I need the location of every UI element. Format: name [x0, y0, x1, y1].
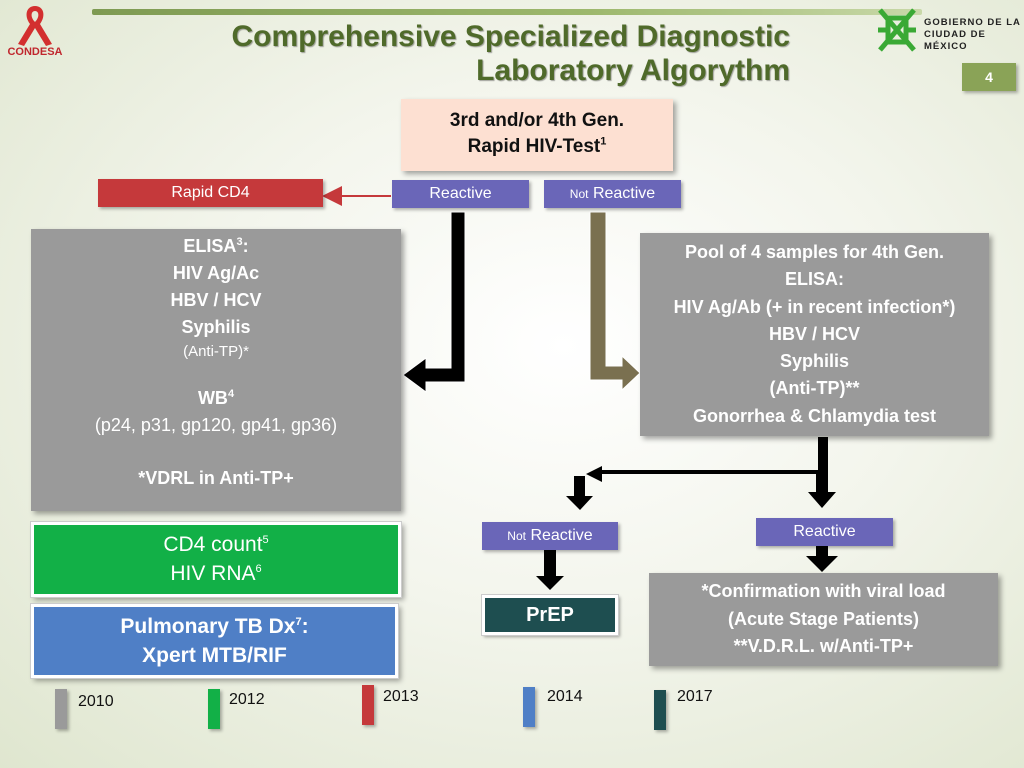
cdmx-logo: GOBIERNO DE LA CIUDAD DE MÉXICO — [874, 4, 1022, 56]
prep-box: PrEP — [481, 594, 619, 636]
hiv-rna-text: HIV RNA — [170, 562, 256, 585]
arrow-to-confirm-head — [806, 556, 838, 572]
pool-line7: Gonorrhea & Chlamydia test — [692, 405, 937, 426]
not-reactive-top-main: Reactive — [592, 185, 656, 202]
rapid-cd4-label: Rapid CD4 — [98, 179, 323, 207]
elisa-title: ELISA — [183, 236, 237, 256]
not-reactive-label-bottom: Not Reactive — [482, 522, 618, 550]
pool-line3: HIV Ag/Ab (+ in recent infection*) — [673, 296, 956, 317]
legend-label-2010: 2010 — [78, 693, 114, 710]
legend-swatch-2012 — [208, 689, 220, 729]
arrow-to-prep-head — [536, 576, 564, 590]
elisa-line4: Syphilis — [181, 317, 251, 337]
legend-swatch-2017 — [654, 690, 666, 730]
elisa-line3: HBV / HCV — [170, 290, 262, 310]
legend-label-2017: 2017 — [677, 688, 713, 705]
elisa-suffix: : — [242, 236, 249, 256]
confirm-line1: *Confirmation with viral load — [701, 581, 946, 601]
legend-label-2012: 2012 — [229, 691, 265, 708]
header-bar — [92, 9, 922, 15]
tb-dx-box: Pulmonary TB Dx7: Xpert MTB/RIF — [30, 603, 399, 679]
tb-dx-suffix: : — [301, 615, 309, 638]
rapid-hiv-test-box: 3rd and/or 4th Gen. Rapid HIV-Test1 — [401, 99, 673, 171]
rapid-hiv-test-line1: 3rd and/or 4th Gen. — [449, 110, 625, 131]
cd4-count-box: CD4 count5 HIV RNA6 — [30, 521, 402, 598]
not-reactive-label-top: Not Reactive — [544, 180, 681, 208]
tb-dx-sup: 7 — [295, 616, 302, 628]
legend-label-2014: 2014 — [547, 688, 583, 705]
cdmx-emblem-icon — [878, 8, 916, 52]
elisa-spacer-2 — [31, 439, 401, 465]
elisa-line2: HIV Ag/Ac — [172, 263, 260, 283]
legend-label-2013: 2013 — [383, 688, 419, 705]
arrow-split-left-head — [566, 496, 593, 510]
cdmx-logo-text: GOBIERNO DE LA CIUDAD DE MÉXICO — [924, 17, 1022, 53]
not-reactive-top-prefix: Not — [569, 187, 589, 201]
arrow-split-right-head — [808, 492, 836, 508]
pool-line2: ELISA: — [784, 269, 844, 290]
condesa-logo-text: CONDESA — [7, 46, 63, 58]
pool-line5: Syphilis — [779, 351, 850, 372]
pool-line1: Pool of 4 samples for 4th Gen. — [684, 242, 945, 262]
legend-swatch-2010 — [55, 689, 67, 729]
arrow-split-right-stem — [816, 470, 828, 492]
elisa-sup: 3 — [236, 236, 243, 248]
reactive-label-top: Reactive — [392, 180, 529, 208]
cd4-line2: HIV RNA6 — [34, 559, 398, 588]
tb-dx-text: Pulmonary TB Dx — [120, 615, 296, 638]
legend-swatch-2014 — [523, 687, 535, 727]
wb-title: WB — [197, 388, 228, 408]
elisa-line1: ELISA3: — [31, 233, 401, 260]
slide-title-line2: Laboratory Algorythm — [476, 54, 790, 87]
elisa-line6: WB4 — [31, 385, 401, 412]
elisa-line8: *VDRL in Anti-TP+ — [138, 468, 294, 488]
cd4-count-text: CD4 count — [163, 533, 263, 556]
elisa-line7: (p24, p31, gp120, gp41, gp36) — [94, 415, 338, 435]
elisa-spacer — [31, 363, 401, 385]
tb-line1: Pulmonary TB Dx7: — [34, 612, 395, 641]
arrow-to-confirm-stem — [816, 545, 828, 557]
confirm-line3: **V.D.R.L. w/Anti-TP+ — [733, 636, 914, 656]
pool-line6: (Anti-TP)** — [769, 378, 860, 399]
arrow-not-reactive-to-pool — [589, 211, 641, 392]
legend-swatch-2013 — [362, 685, 374, 725]
rapid-hiv-test-text: Rapid HIV-Test — [467, 136, 601, 157]
arrow-reactive-to-elisa — [402, 211, 466, 393]
slide-title: Comprehensive Specialized Diagnostic Lab… — [150, 20, 790, 88]
arrow-pool-split — [586, 437, 828, 482]
not-reactive-bottom-prefix: Not — [507, 529, 526, 543]
slide-number: 4 — [962, 63, 1016, 91]
condesa-logo: CONDESA — [4, 2, 66, 62]
elisa-line5: (Anti-TP)* — [183, 343, 249, 360]
rapid-hiv-test-line2: Rapid HIV-Test1 — [401, 134, 673, 160]
reactive-label-bottom: Reactive — [756, 518, 893, 546]
cd4-line1: CD4 count5 — [34, 530, 398, 559]
red-ribbon-icon — [18, 6, 52, 46]
confirmation-box: *Confirmation with viral load (Acute Sta… — [649, 573, 998, 666]
cdmx-logo-line2: CIUDAD DE MÉXICO — [924, 29, 986, 52]
slide-title-line1: Comprehensive Specialized Diagnostic — [231, 20, 790, 53]
arrow-to-prep-stem — [544, 550, 556, 576]
tb-line2: Xpert MTB/RIF — [142, 644, 287, 667]
pool-samples-box: Pool of 4 samples for 4th Gen. ELISA: HI… — [640, 233, 989, 436]
pool-line4: HBV / HCV — [768, 323, 860, 344]
wb-sup: 4 — [227, 388, 235, 400]
arrow-split-left-stem — [574, 476, 585, 496]
cd4-count-sup: 5 — [262, 534, 269, 546]
elisa-box: ELISA3: HIV Ag/Ac HBV / HCV Syphilis (An… — [31, 229, 401, 511]
cdmx-logo-line1: GOBIERNO DE LA — [924, 17, 1021, 28]
confirm-line2: (Acute Stage Patients) — [727, 608, 920, 629]
rapid-hiv-test-sup: 1 — [600, 135, 607, 148]
not-reactive-bottom-main: Reactive — [530, 527, 593, 544]
hiv-rna-sup: 6 — [255, 563, 262, 575]
